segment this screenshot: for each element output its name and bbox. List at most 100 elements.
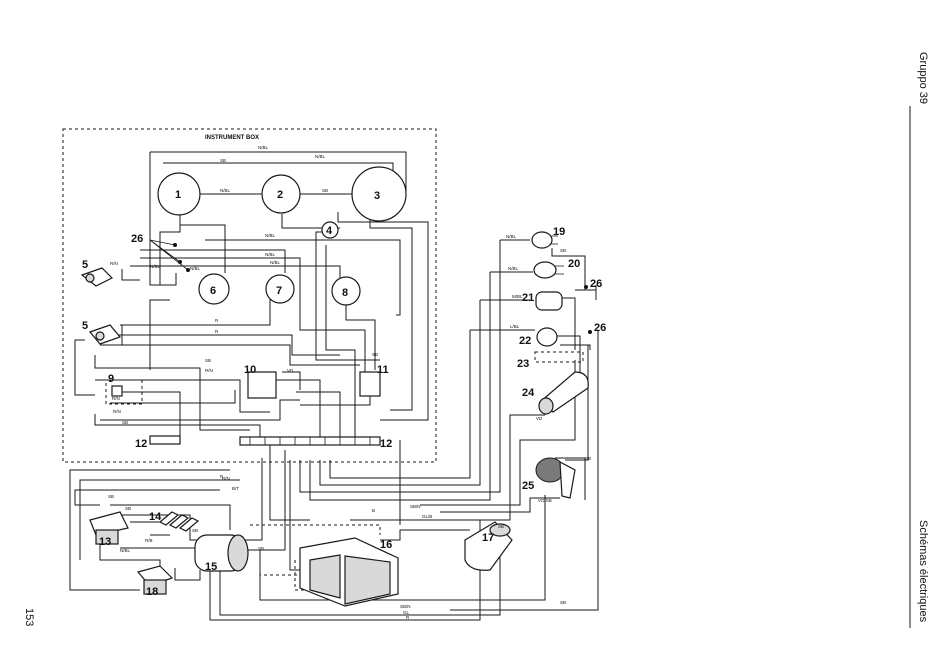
svg-text:23: 23 [517, 358, 529, 370]
svg-text:9: 9 [108, 373, 114, 385]
wire-label: N/BL [190, 266, 201, 271]
svg-text:19: 19 [553, 226, 565, 238]
instrument-box-title: INSTRUMENT BOX [205, 135, 259, 141]
svg-text:16: 16 [380, 539, 392, 551]
wire-label: N/BL [265, 233, 276, 238]
component-23: 23 [517, 351, 584, 370]
component-20: 20 [533, 258, 580, 279]
wire-label: SB [258, 546, 264, 551]
wire-label: R [406, 615, 410, 620]
component-7: 7 [265, 274, 295, 304]
component-19: 19 [531, 226, 565, 249]
wire-label: VD [287, 368, 294, 373]
svg-text:12: 12 [380, 438, 392, 450]
svg-text:25: 25 [522, 480, 534, 492]
component-2: 2 [261, 174, 301, 214]
wire-label: SB [125, 506, 131, 511]
component-1: 1 [157, 172, 201, 216]
svg-text:5: 5 [82, 320, 88, 332]
wire-label: N/BL [150, 264, 161, 269]
wire-label: GL [403, 610, 410, 615]
svg-text:26: 26 [131, 233, 143, 245]
wire-label: M/BL [512, 294, 523, 299]
wire-label: L/BL [510, 324, 520, 329]
svg-text:6: 6 [210, 285, 216, 297]
svg-text:22: 22 [519, 335, 531, 347]
svg-text:3: 3 [374, 190, 380, 202]
component-6: 6 [198, 273, 230, 305]
component-10: 10 [244, 364, 277, 399]
component-5-lower: 5 [82, 320, 122, 345]
component-26-left: 26 [131, 233, 190, 272]
component-21: 21 [522, 291, 563, 311]
component-8: 8 [331, 276, 361, 306]
svg-text:5: 5 [82, 259, 88, 271]
component-22: 22 [519, 327, 558, 347]
wire-labels: N/BL SB N/BL SB N/BL N/BL N/BL N/BL N/BL… [108, 145, 591, 620]
wire-label: B/T [232, 486, 239, 491]
component-12-left: 12 [135, 435, 181, 450]
svg-text:10: 10 [244, 364, 256, 376]
wire-label: R/N [110, 261, 118, 266]
component-12-right: 12 [239, 436, 392, 450]
wire-label: R/N [222, 476, 230, 481]
svg-text:12: 12 [135, 438, 147, 450]
svg-text:8: 8 [342, 287, 348, 299]
wire-label: SB [108, 494, 114, 499]
svg-text:7: 7 [276, 285, 282, 297]
section-label: Gruppo 39 [917, 52, 929, 104]
component-9: 9 [105, 373, 143, 405]
wire-label: SB [372, 352, 378, 357]
component-25: 25 [522, 457, 576, 499]
component-11: 11 [359, 364, 389, 397]
wire-label: SB [322, 188, 328, 193]
svg-text:4: 4 [326, 225, 333, 237]
instrument-box-frame [62, 128, 437, 463]
chapter-label: Schémas électriques [917, 520, 929, 623]
wire-label: SB [122, 420, 128, 425]
component-26-lower-right: 26 [588, 322, 606, 334]
svg-text:15: 15 [205, 561, 217, 573]
svg-text:21: 21 [522, 292, 534, 304]
wire-label: R [215, 318, 219, 323]
component-3: 3 [351, 166, 407, 222]
svg-text:17: 17 [482, 532, 494, 544]
component-17: 17 [464, 521, 513, 571]
wire-label: GL/B [422, 514, 432, 519]
component-13: 13 [89, 511, 129, 548]
component-4: 4 [321, 221, 339, 239]
wire-label: R/N [205, 368, 213, 373]
component-18: 18 [136, 565, 174, 598]
wire-label: SB [560, 248, 566, 253]
component-15: 15 [194, 534, 249, 573]
svg-text:20: 20 [568, 258, 580, 270]
wire-label: R/N [113, 409, 121, 414]
wire-label: VO/SB [538, 498, 552, 503]
svg-text:26: 26 [594, 322, 606, 334]
wire-label: R [220, 474, 224, 479]
component-24: 24 [522, 371, 589, 415]
wire-label: SB [585, 456, 591, 461]
component-16: 16 [299, 537, 399, 607]
component-5-upper: 5 [80, 259, 114, 287]
svg-text:26: 26 [590, 278, 602, 290]
svg-text:2: 2 [277, 189, 283, 201]
svg-text:18: 18 [146, 586, 158, 598]
wire-label: SB [220, 158, 226, 163]
svg-text:24: 24 [522, 387, 535, 399]
wire-label: N/BL [258, 145, 269, 150]
wire-label: SB [192, 528, 198, 533]
svg-text:11: 11 [377, 364, 389, 376]
wire-label: N/BL [270, 260, 281, 265]
wire-label: N/BL [315, 154, 326, 159]
wire-label: N/BL [506, 234, 517, 239]
wire-label: SB [560, 600, 566, 605]
wiring-external [69, 239, 599, 621]
wire-label: SB [498, 524, 504, 529]
svg-text:1: 1 [175, 189, 181, 201]
component-14: 14 [149, 511, 200, 532]
component-26-upper-right: 26 [584, 278, 602, 290]
wire-label: B [372, 508, 375, 513]
